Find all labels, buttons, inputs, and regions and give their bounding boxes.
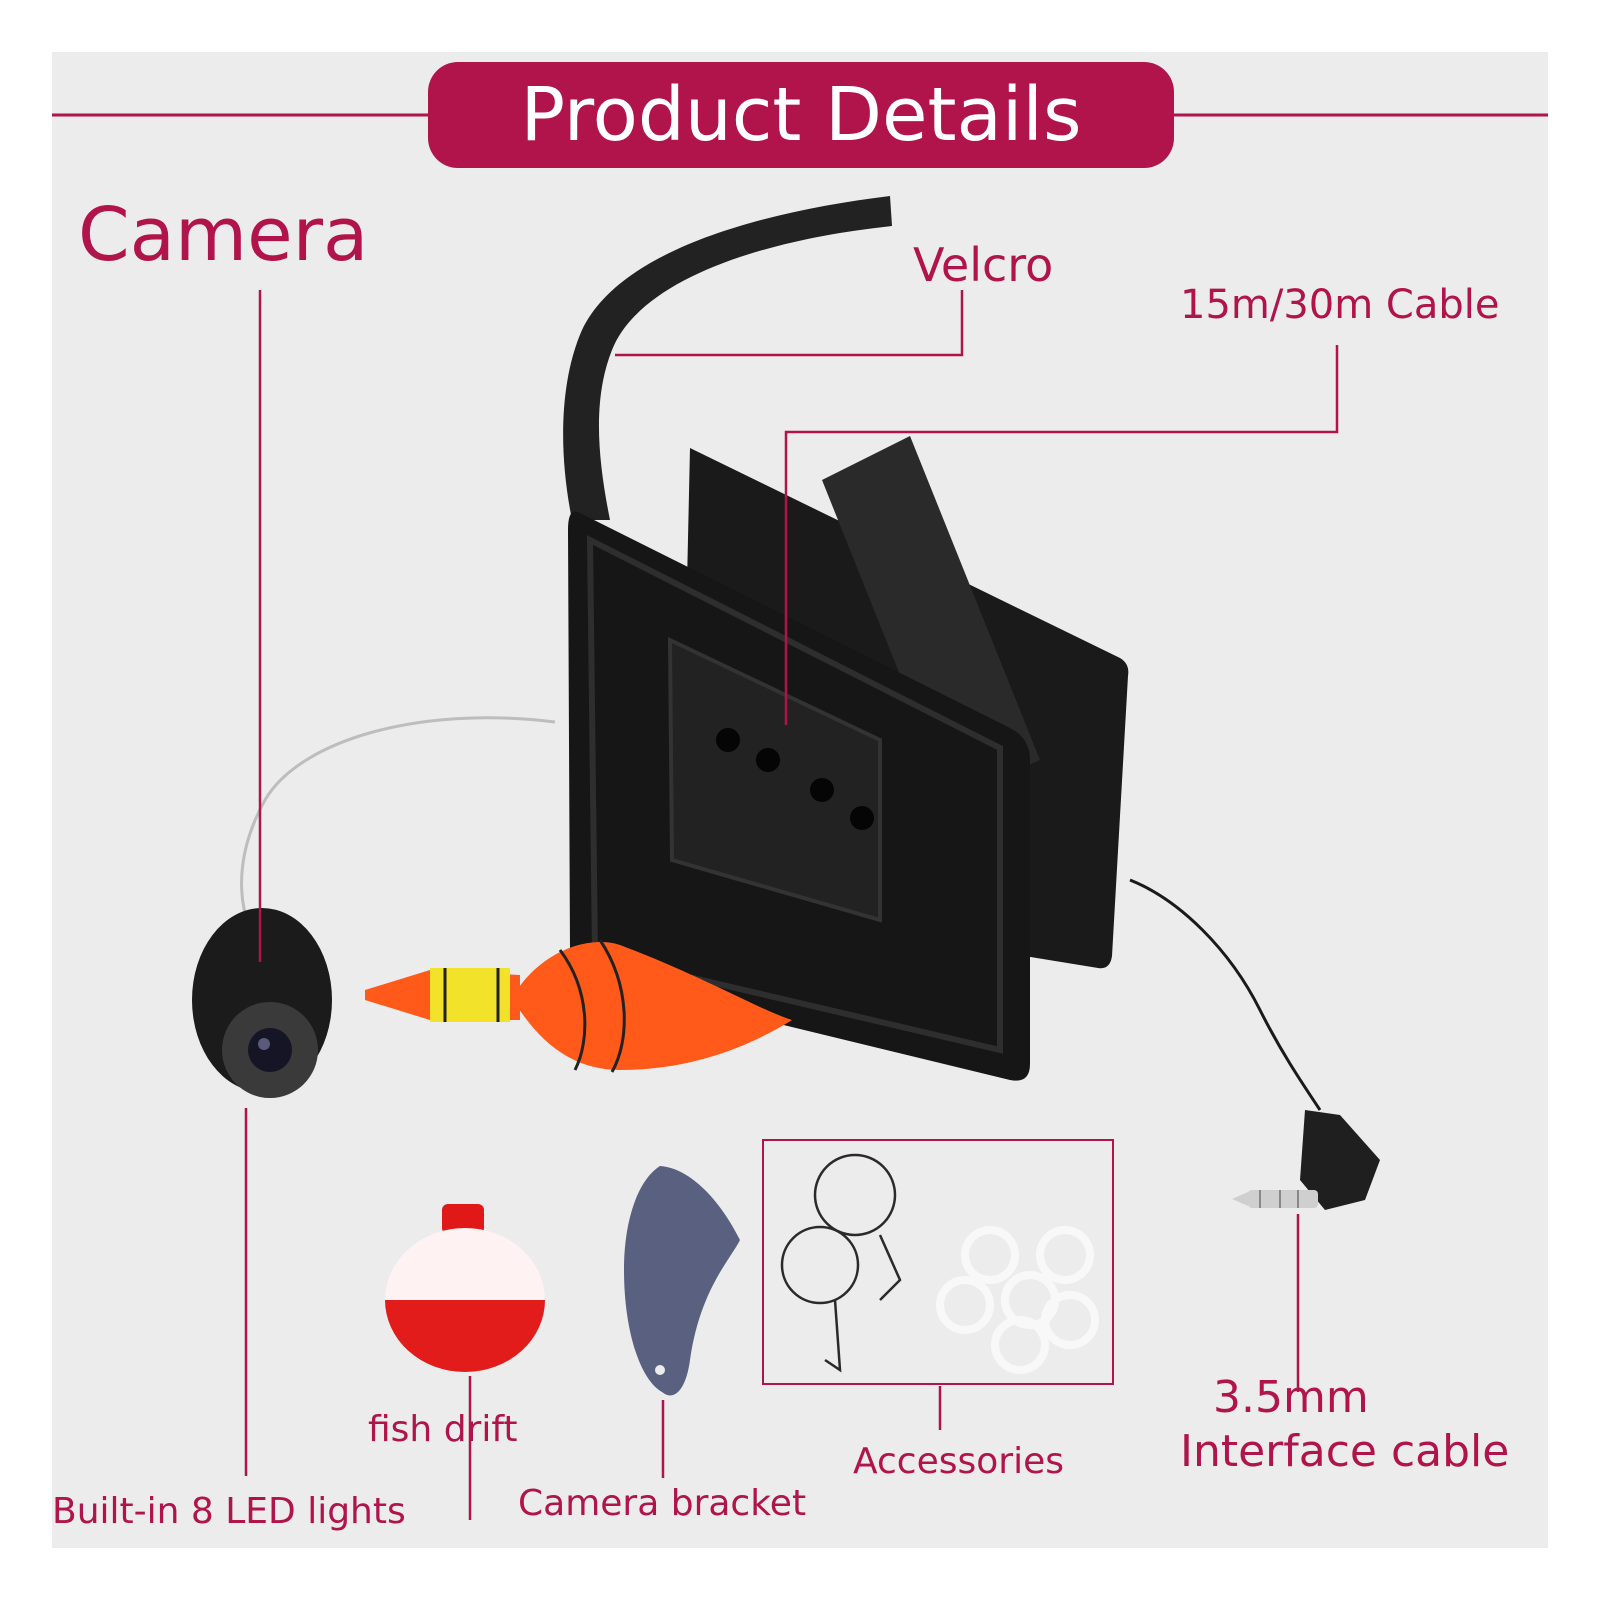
interface-label-size: 3.5mm [1213, 1372, 1369, 1423]
fish-drift-bobber [385, 1204, 545, 1372]
fish-drift-label: fish drift [368, 1409, 518, 1450]
orange-float [365, 939, 792, 1073]
interface-cable-wire [1129, 878, 1322, 1111]
velcro-label: Velcro [913, 238, 1054, 292]
accessories-box [762, 1139, 1114, 1385]
camera-head [192, 908, 332, 1098]
accessories-wire-hooks [780, 1153, 902, 1373]
camera-bracket [624, 1166, 740, 1396]
led-lights-label: Built-in 8 LED lights [52, 1491, 406, 1532]
header-banner: Product Details [428, 62, 1174, 168]
reel-strap [822, 436, 1040, 800]
reel-center-block [667, 636, 882, 923]
reel-front-inner [586, 535, 1003, 1054]
camera-bracket-label: Camera bracket [518, 1483, 807, 1524]
callout-lines [244, 290, 1339, 1520]
velcro-strap [563, 196, 892, 520]
cable-label: 15m/30m Cable [1180, 282, 1500, 328]
accessories-label: Accessories [853, 1441, 1064, 1482]
accessories-rings [936, 1226, 1099, 1374]
interface-label-name: Interface cable [1180, 1426, 1510, 1477]
interface-plug [1232, 1110, 1380, 1210]
camera-cable [240, 716, 556, 931]
reel-holes [716, 728, 874, 830]
page-title: Product Details [520, 72, 1082, 158]
camera-label: Camera [78, 192, 369, 278]
